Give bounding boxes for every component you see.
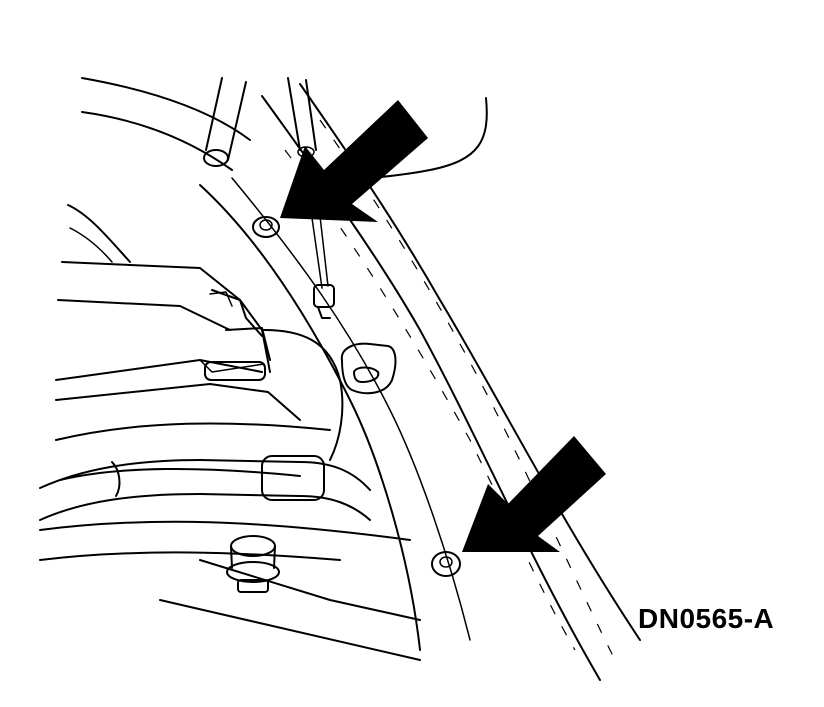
- lower-fastener-arrow: [462, 436, 606, 552]
- engine-components: [55, 204, 344, 481]
- lower-frame: [39, 520, 421, 661]
- coolant-hose: [39, 455, 371, 521]
- strut-rods: [203, 77, 317, 167]
- lower-fastener: [431, 551, 461, 577]
- figure-code-label: DN0565-A: [638, 603, 775, 634]
- bumper-stop: [226, 535, 280, 593]
- rail-clip: [340, 342, 397, 395]
- wire-connector: [311, 215, 335, 319]
- upper-fastener: [252, 216, 280, 238]
- upper-fastener-arrow: [280, 100, 428, 222]
